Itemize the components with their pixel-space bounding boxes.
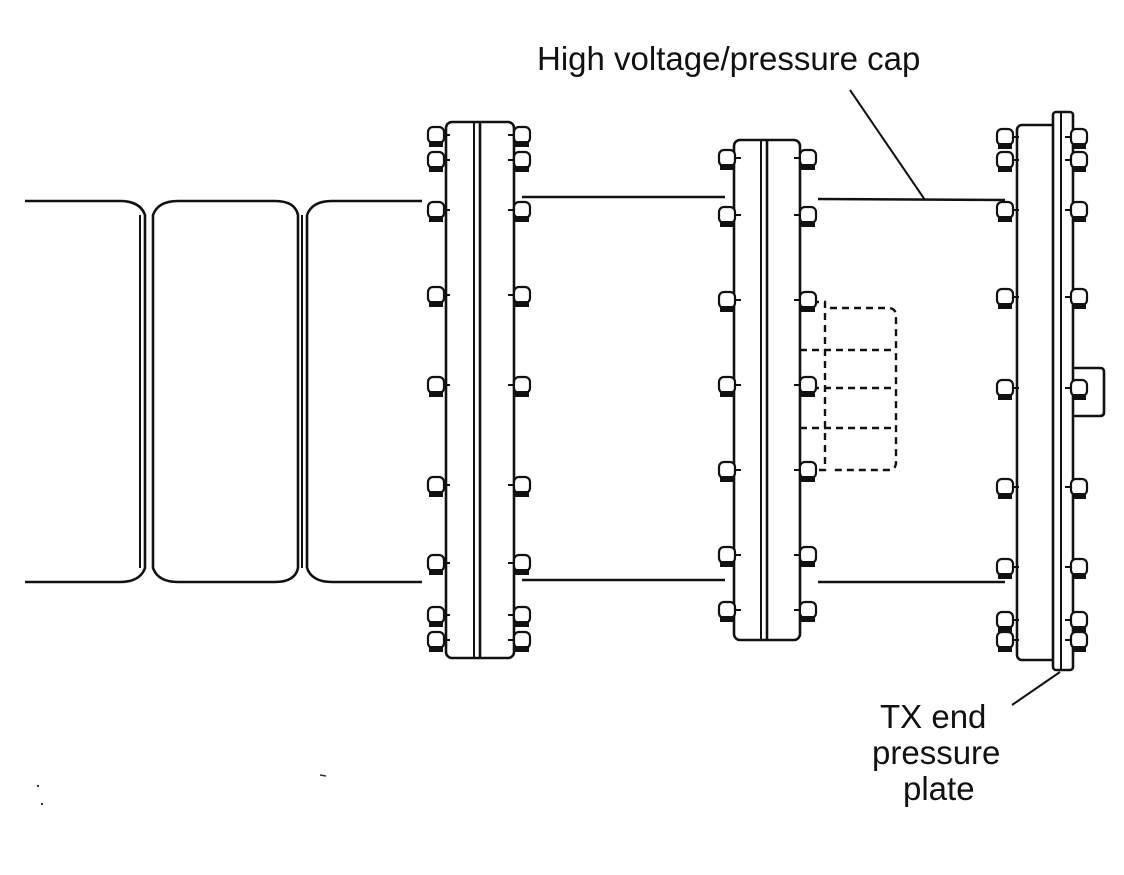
- bolt-icon: [995, 477, 1019, 499]
- bolt-icon: [794, 600, 818, 622]
- bolt-icon: [1065, 630, 1089, 652]
- bolt-icon: [426, 553, 450, 575]
- bolt-icon: [995, 610, 1019, 632]
- bolt-icon: [794, 545, 818, 567]
- bolt-icon: [426, 375, 450, 397]
- cap-leader-line: [849, 89, 926, 201]
- bolt-icon: [1065, 610, 1089, 632]
- bolt-icon: [717, 290, 741, 312]
- bolt-icon: [794, 460, 818, 482]
- bolt-icon: [426, 475, 450, 497]
- bolt-icon: [1065, 200, 1089, 222]
- bolt-icon: [1065, 378, 1089, 400]
- bolt-icon: [426, 200, 450, 222]
- bolt-icon: [995, 557, 1019, 579]
- bolt-icon: [426, 605, 450, 627]
- bolt-icon: [508, 630, 532, 652]
- flange-first: [444, 120, 516, 660]
- bolt-icon: [1065, 287, 1089, 309]
- bolt-icon: [1065, 150, 1089, 172]
- bolt-icon: [426, 285, 450, 307]
- flange-bolts: [426, 125, 1089, 652]
- bolt-icon: [995, 127, 1019, 149]
- bolt-icon: [508, 475, 532, 497]
- bolt-icon: [794, 148, 818, 170]
- bolt-icon: [508, 605, 532, 627]
- bolt-icon: [995, 150, 1019, 172]
- bolt-icon: [995, 378, 1019, 400]
- bolt-icon: [794, 375, 818, 397]
- bolt-icon: [1065, 477, 1089, 499]
- bolt-icon: [426, 630, 450, 652]
- bolt-icon: [508, 150, 532, 172]
- bolt-icon: [508, 553, 532, 575]
- bolt-icon: [995, 287, 1019, 309]
- bolt-icon: [995, 630, 1019, 652]
- bolt-icon: [794, 290, 818, 312]
- bolt-icon: [717, 205, 741, 227]
- bolt-icon: [426, 150, 450, 172]
- bolt-icon: [1065, 557, 1089, 579]
- plate-leader-line: [1011, 671, 1061, 706]
- bolt-icon: [1065, 127, 1089, 149]
- corrugated-waveguide-section: [25, 199, 422, 584]
- bolt-icon: [995, 200, 1019, 222]
- bolt-icon: [717, 600, 741, 622]
- bolt-icon: [508, 375, 532, 397]
- scan-marks: [36, 774, 327, 806]
- waveguide-bodies: [522, 195, 1006, 584]
- bolt-icon: [717, 545, 741, 567]
- pressure-port: [1073, 366, 1106, 418]
- bolt-icon: [508, 200, 532, 222]
- plate-label-line3: plate: [903, 770, 975, 807]
- bolt-icon: [508, 285, 532, 307]
- plate-label-line1: TX end: [880, 698, 986, 735]
- flange-second: [732, 138, 802, 642]
- bolt-icon: [717, 148, 741, 170]
- plate-label-line2: pressure: [872, 734, 1000, 771]
- bolt-icon: [794, 205, 818, 227]
- cap-label: High voltage/pressure cap: [537, 40, 920, 77]
- bolt-icon: [426, 125, 450, 147]
- bolt-icon: [717, 375, 741, 397]
- tx-end-pressure-plate: [1015, 110, 1075, 672]
- bolt-icon: [508, 125, 532, 147]
- bolt-icon: [717, 460, 741, 482]
